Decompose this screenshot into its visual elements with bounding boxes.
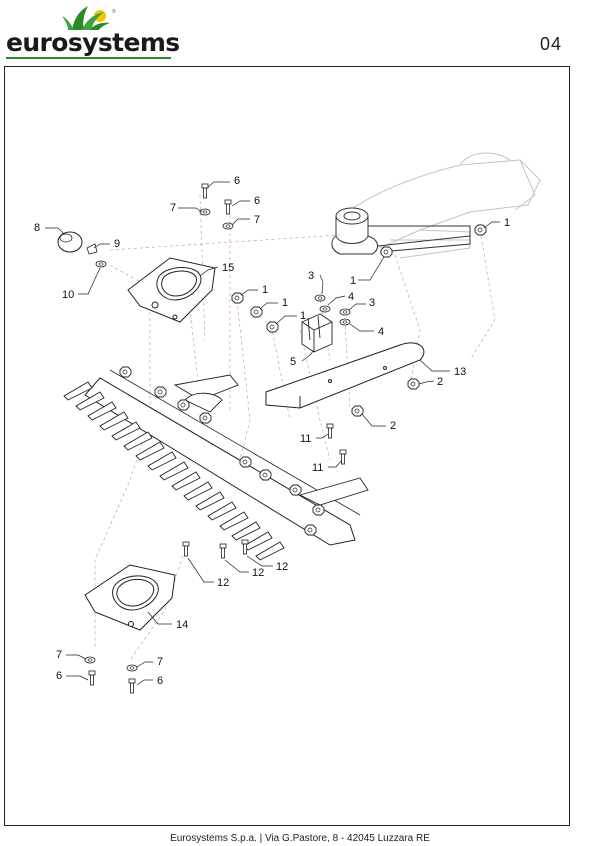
- callout-1: 1: [350, 275, 356, 287]
- callout-15: 15: [222, 262, 234, 274]
- gearbox-housing: [349, 152, 541, 259]
- upper-cover-plate: [127, 257, 216, 323]
- callout-6: 6: [234, 175, 240, 187]
- brand-name: eurosystems: [6, 28, 180, 57]
- drive-shaft-housing: [331, 207, 471, 255]
- callout-5: 5: [290, 356, 296, 368]
- leaf-sun-logo-icon: ®: [62, 6, 116, 30]
- callout-7: 7: [254, 214, 260, 226]
- callout-11: 11: [312, 462, 323, 474]
- callout-1: 1: [262, 284, 268, 296]
- callout-1: 1: [300, 310, 306, 322]
- support-bar: [265, 342, 425, 409]
- cutter-blade-assembly: [63, 366, 369, 561]
- callout-14: 14: [176, 619, 188, 631]
- callout-10: 10: [62, 289, 74, 301]
- clamp-block: [301, 313, 333, 353]
- callout-11: 11: [300, 433, 311, 445]
- footer-address: Eurosystems S.p.a. | Via G.Pastore, 8 - …: [170, 833, 430, 844]
- callout-1: 1: [504, 217, 510, 229]
- callout-4: 4: [348, 291, 354, 303]
- callout-7: 7: [56, 649, 62, 661]
- callout-leaders: [45, 181, 500, 686]
- callout-13: 13: [454, 366, 466, 378]
- callout-7: 7: [157, 656, 163, 668]
- lower-cover-plate: [84, 564, 176, 631]
- callout-3: 3: [308, 270, 314, 282]
- callout-3: 3: [369, 297, 375, 309]
- callout-12: 12: [217, 577, 229, 589]
- brand-logo: ® eurosystems: [4, 4, 180, 59]
- callout-2: 2: [390, 420, 396, 432]
- callout-4: 4: [378, 326, 384, 338]
- svg-text:®: ®: [112, 8, 116, 15]
- callout-6: 6: [157, 675, 163, 687]
- page-number: 04: [539, 34, 562, 54]
- brand-underline: [6, 57, 171, 59]
- callout-12: 12: [276, 561, 288, 573]
- callout-6: 6: [56, 670, 62, 682]
- callout-6: 6: [254, 195, 260, 207]
- callout-1: 1: [282, 297, 288, 309]
- knob-part: [57, 231, 83, 253]
- callout-2: 2: [437, 376, 443, 388]
- callout-7: 7: [170, 202, 176, 214]
- diagram-frame: [4, 66, 570, 826]
- callout-labels: 6 6 7 7 8 9 10 15 1 1 1 1 1 3 3 4 4 5 13…: [34, 175, 510, 687]
- callout-8: 8: [34, 222, 40, 234]
- callout-9: 9: [114, 238, 120, 250]
- callout-12: 12: [252, 567, 264, 579]
